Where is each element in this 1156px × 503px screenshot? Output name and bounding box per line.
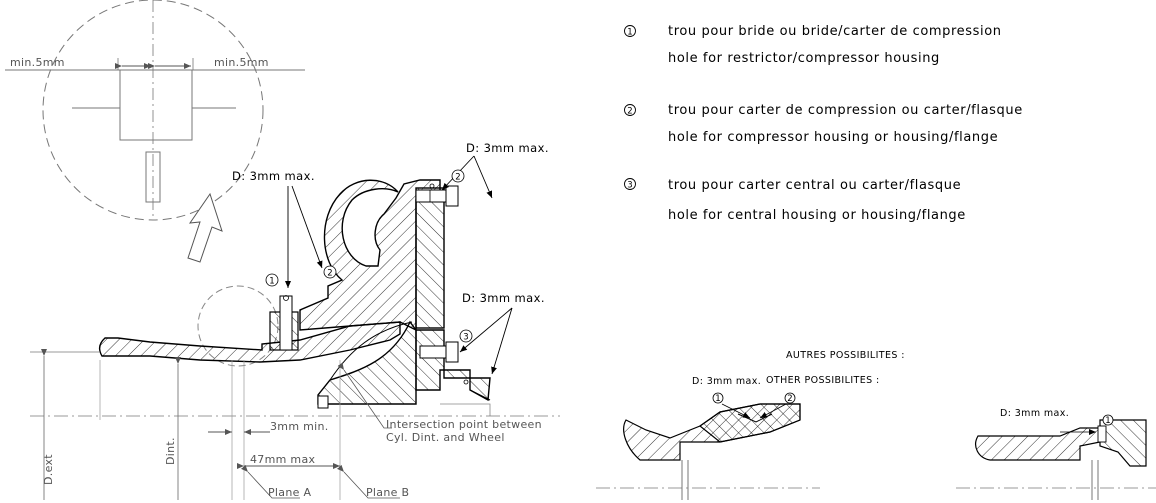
detail-min-left-label: min.5mm — [10, 56, 65, 69]
intersection-label-line1: Intersection point between — [386, 418, 542, 431]
detail-view: min.5mm min.5mm — [5, 0, 305, 221]
legend-3-french: trou pour carter central ou carter/flasq… — [668, 178, 961, 193]
legend-1-english: hole for restrictor/compressor housing — [668, 51, 940, 66]
hole-1-marker: 1 — [269, 277, 274, 287]
legend-1-french: trou pour bride ou bride/carter de compr… — [668, 24, 1002, 39]
legend-2-english: hole for compressor housing or housing/f… — [668, 130, 998, 145]
option-a-drawing — [596, 403, 820, 500]
dint-label: Dint. — [164, 437, 177, 465]
hole-2-marker-right: 2 — [455, 173, 460, 183]
intersection-label-line2: Cyl. Dint. and Wheel — [386, 431, 505, 444]
option-a-diameter-label: D: 3mm max. — [692, 376, 761, 387]
hole-diameter-label-compressor: D: 3mm max. — [232, 169, 315, 183]
detail-min-right-label: min.5mm — [214, 56, 269, 69]
legend-3-english: hole for central housing or housing/flan… — [668, 208, 966, 223]
option-b-diameter-label: D: 3mm max. — [1000, 408, 1069, 419]
min-3mm-label: 3mm min. — [270, 420, 329, 433]
legend-3-number: 3 — [627, 181, 632, 191]
max-47mm-label: 47mm max — [250, 453, 315, 466]
legend-2-french: trou pour carter de compression ou carte… — [668, 103, 1023, 118]
plane-a-label: Plane A — [268, 486, 311, 499]
option-b-hole-1-marker: 1 — [1105, 416, 1110, 426]
legend-2-number: 2 — [627, 107, 632, 117]
legend: 1 trou pour bride ou bride/carter de com… — [624, 24, 1023, 223]
option-a-hole-2-marker: 2 — [787, 394, 792, 404]
hole-3-marker: 3 — [463, 333, 468, 343]
legend-1-number: 1 — [627, 28, 632, 38]
turbo-section-view — [98, 179, 491, 416]
dext-label: D.ext — [42, 454, 55, 485]
detail-pointer-arrow-icon — [187, 192, 223, 263]
hole-2-marker-left: 2 — [327, 269, 332, 279]
hole-diameter-label-lower: D: 3mm max. — [462, 291, 545, 305]
option-a-hole-1-marker: 1 — [715, 394, 720, 404]
plane-b-label: Plane B — [366, 486, 409, 499]
other-title-french: AUTRES POSSIBILITES : — [786, 350, 905, 361]
hole-diameter-label-upper: D: 3mm max. — [466, 141, 549, 155]
option-b-drawing — [956, 419, 1156, 500]
other-title-english: OTHER POSSIBILITES : — [766, 375, 880, 386]
